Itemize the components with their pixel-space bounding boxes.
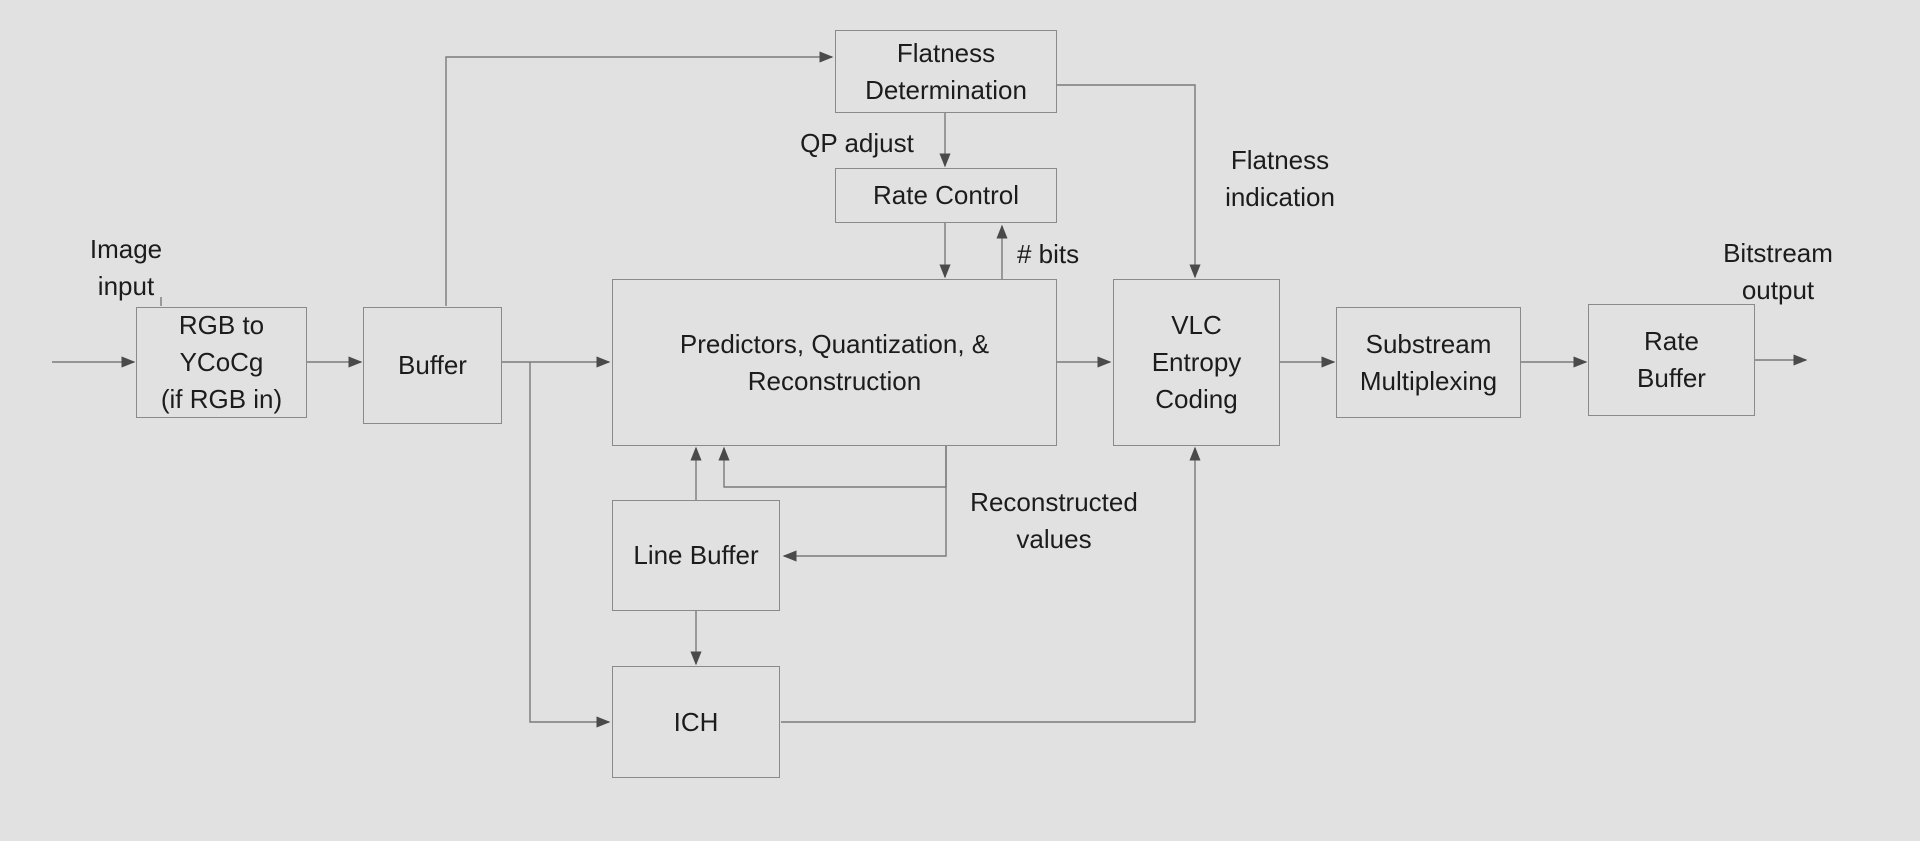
arrow-recon-to-linebuffer [782,446,947,562]
arrow-recon-feedback [718,446,947,488]
arrow-flatness-to-vlc [1057,84,1201,279]
bitstream-output-label: Bitstream output [1723,238,1833,305]
buffer-block: Buffer [363,307,502,424]
qp-adjust-label: QP adjust [800,128,914,158]
substream-multiplexing-block: Substream Multiplexing [1336,307,1521,418]
vlc-entropy-coding-block: VLC Entropy Coding [1113,279,1280,446]
rgb-to-ycocg-block: RGB to YCoCg (if RGB in) [136,307,307,418]
rate-buffer-block: Rate Buffer [1588,304,1755,416]
predictors-quantization-reconstruction-block: Predictors, Quantization, & Reconstructi… [612,279,1057,446]
flatness-determination-block: Flatness Determination [835,30,1057,113]
line-buffer-block: Line Buffer [612,500,780,611]
flatness-indication-label: Flatness indication [1225,145,1335,212]
image-input-label: Image input [89,234,163,301]
reconstructed-values-label: Reconstructed values [970,487,1138,554]
arrow-buffer-to-ich [529,362,611,728]
ich-block: ICH [612,666,780,778]
bits-label: # bits [1017,239,1080,269]
rate-control-block: Rate Control [835,168,1057,223]
arrow-ich-to-vlc [781,446,1201,723]
arrow-buffer-to-flatness [445,51,834,306]
